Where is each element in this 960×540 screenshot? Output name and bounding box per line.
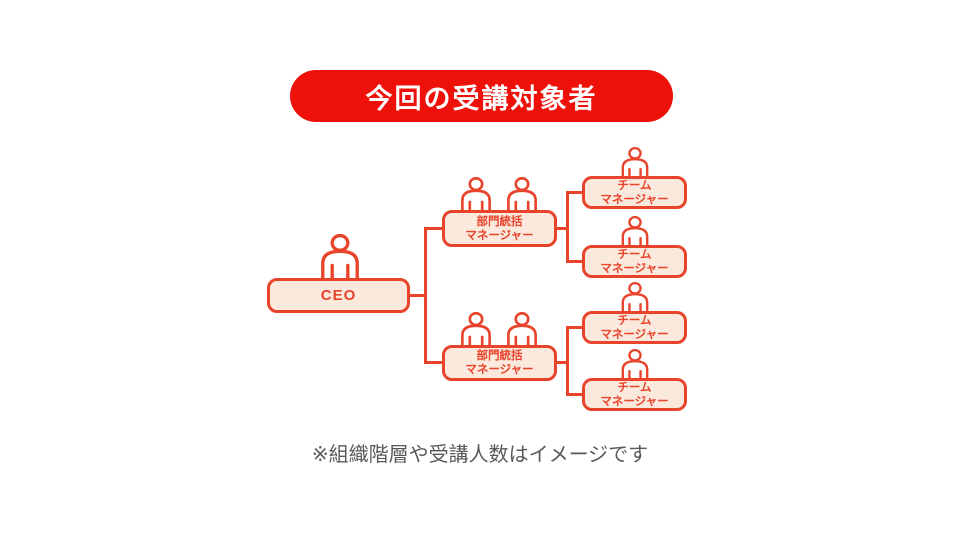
connector-dept1-stub [424,227,442,230]
org-node-label: チーム マネージャー [600,179,669,206]
org-node-dept-manager-2: 部門統括 マネージャー [442,345,557,381]
connector-team2-stub [566,260,582,263]
person-icon [503,176,541,214]
org-node-label: チーム マネージャー [600,248,669,275]
connector-dept2-horizontal [557,361,568,364]
org-node-dept-manager-1: 部門統括 マネージャー [442,210,557,247]
person-icon [457,311,495,349]
connector-dept1-horizontal [557,227,568,230]
connector-team3-stub [566,326,582,329]
person-icon [618,348,652,382]
footnote: ※組織階層や受講人数はイメージです [311,444,649,466]
connector-dept-bracket [424,227,427,364]
person-icon [618,215,652,249]
org-node-label: 部門統括 マネージャー [465,215,534,242]
connector-dept2-stub [424,361,442,364]
person-icon [618,281,652,315]
connector-team-bracket-top [566,191,569,263]
org-node-label: チーム マネージャー [600,314,669,341]
person-icon [618,146,652,180]
org-node-team-manager-1: チーム マネージャー [582,176,687,209]
page-title: 今回の受講対象者 [365,83,598,114]
person-icon [457,176,495,214]
person-icon [503,311,541,349]
org-node-ceo: CEO [267,278,410,313]
connector-team4-stub [566,393,582,396]
title-banner: 今回の受講対象者 [290,70,673,122]
connector-team1-stub [566,191,582,194]
org-node-label: チーム マネージャー [600,381,669,408]
org-node-label: CEO [320,287,357,304]
person-icon [316,233,364,280]
connector-team-bracket-bottom [566,326,569,396]
org-node-team-manager-2: チーム マネージャー [582,245,687,278]
org-node-team-manager-4: チーム マネージャー [582,378,687,411]
org-node-team-manager-3: チーム マネージャー [582,311,687,344]
connector-ceo-horizontal [410,294,427,297]
org-node-label: 部門統括 マネージャー [465,350,534,376]
